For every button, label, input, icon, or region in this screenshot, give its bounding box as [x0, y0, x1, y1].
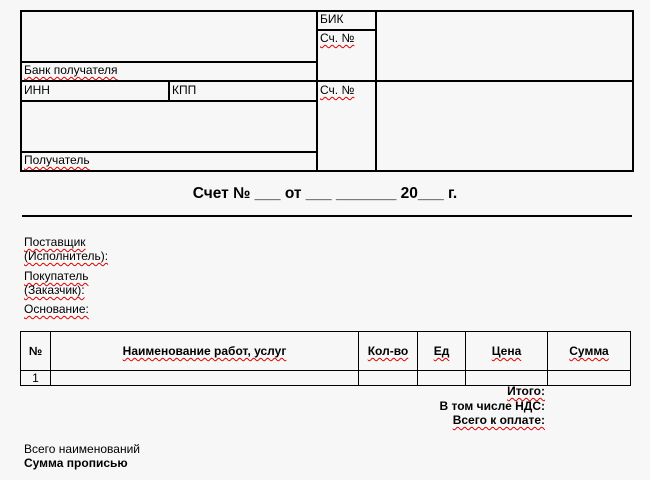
correspondent-account-label: Сч. № [320, 83, 355, 97]
header-text: Ед [433, 344, 450, 358]
inn-label: ИНН [24, 83, 50, 97]
header-text: Сумма [569, 344, 609, 358]
border-top [20, 10, 634, 12]
cell-sum[interactable] [547, 370, 631, 386]
divider [20, 61, 317, 63]
amount-in-words-label: Сумма прописью [24, 456, 128, 470]
cell-quantity[interactable] [358, 370, 418, 386]
divider [375, 10, 377, 171]
border-left [20, 10, 22, 171]
vat-label: В том числе НДС: [439, 398, 545, 413]
to-pay-label: Всего к оплате: [452, 413, 545, 427]
invoice-title: Счет № ___ от ___ _______ 20___ г. [192, 185, 458, 202]
header-text: Наименование работ, услуг [122, 344, 287, 358]
account-label: Сч. № [320, 31, 355, 45]
cell-number[interactable]: 1 [20, 370, 51, 386]
title-rule [22, 215, 632, 217]
divider [168, 80, 170, 101]
table-row: 1 [20, 370, 631, 386]
divider [316, 10, 318, 171]
border-bottom [20, 170, 634, 172]
buyer-label: Покупатель [24, 269, 89, 283]
kpp-label: КПП [172, 83, 197, 97]
divider [316, 29, 376, 31]
table-header-row: № Наименование работ, услуг Кол-во Ед Це… [20, 331, 631, 371]
column-header-sum: Сумма [547, 331, 631, 371]
supplier-label-sub: (Исполнитель): [24, 249, 109, 263]
column-header-number: № [20, 331, 51, 371]
recipient-label: Получатель [24, 153, 90, 167]
buyer-label-sub: (Заказчик): [24, 283, 85, 297]
column-header-price: Цена [465, 331, 548, 371]
basis-label: Основание: [24, 302, 89, 316]
column-header-unit: Ед [417, 331, 466, 371]
total-label: Итого: [507, 384, 545, 398]
items-table: № Наименование работ, услуг Кол-во Ед Це… [20, 331, 631, 386]
column-header-quantity: Кол-во [358, 331, 418, 371]
header-text: Кол-во [367, 344, 409, 358]
column-header-name: Наименование работ, услуг [50, 331, 359, 371]
bank-label: Банк получателя [24, 63, 118, 77]
divider [20, 151, 317, 153]
divider [20, 80, 634, 82]
items-count-label: Всего наименований [24, 442, 140, 456]
supplier-label: Поставщик [24, 235, 86, 249]
border-right [632, 10, 634, 171]
totals-block: Итого: В том числе НДС: Всего к оплате: [440, 384, 545, 428]
bik-label: БИК [320, 12, 344, 26]
header-text: Цена [491, 344, 522, 358]
cell-name[interactable] [50, 370, 359, 386]
